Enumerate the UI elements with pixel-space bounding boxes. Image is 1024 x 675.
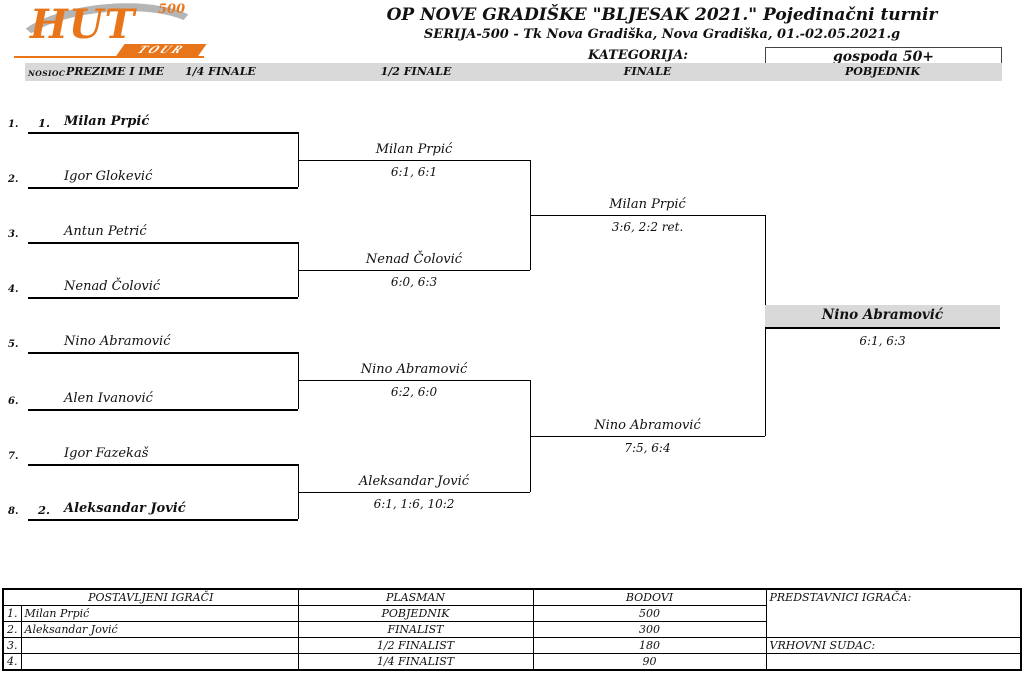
bracket-position-number: 8. bbox=[8, 506, 19, 517]
qf-winner-line bbox=[298, 270, 530, 271]
qf-score: 6:1, 1:6, 10:2 bbox=[373, 497, 455, 511]
player-name: Antun Petrić bbox=[64, 224, 147, 239]
qf-winner-name: Milan Prpić bbox=[375, 142, 453, 157]
row-number: 1. bbox=[2, 605, 22, 622]
sf-score: 3:6, 2:2 ret. bbox=[611, 220, 684, 234]
row-points: 500 bbox=[532, 605, 767, 622]
bracket-position-number: 4. bbox=[8, 284, 19, 295]
bracket-connector bbox=[298, 242, 299, 297]
results-row: 1. Milan Prpić POBJEDNIK 500 bbox=[2, 605, 1022, 638]
row-placement: POBJEDNIK bbox=[297, 605, 534, 622]
results-row: 2. Aleksandar Jović FINALIST 300 bbox=[2, 621, 1021, 638]
sf-score: 7:5, 6:4 bbox=[624, 441, 671, 455]
seed-number: 1. bbox=[38, 116, 51, 130]
bracket-connector bbox=[298, 464, 299, 519]
tournament-winner-name: Nino Abramović bbox=[765, 305, 1000, 329]
logo-tour-banner: TOUR bbox=[115, 44, 207, 57]
row-player: Aleksandar Jović bbox=[20, 621, 299, 638]
col-winner: POBJEDNIK bbox=[844, 65, 921, 78]
col-final: FINALE bbox=[623, 65, 672, 78]
row-points: 180 bbox=[532, 637, 767, 654]
head-referee-area bbox=[765, 653, 1022, 671]
header-representatives: PREDSTAVNICI IGRAČA: bbox=[765, 588, 1022, 606]
qf-winner-name: Aleksandar Jović bbox=[358, 474, 470, 489]
row-player bbox=[20, 637, 299, 654]
qf-winner-name: Nino Abramović bbox=[360, 362, 468, 377]
row-player: Milan Prpić bbox=[20, 605, 299, 622]
player-name: Nino Abramović bbox=[64, 334, 171, 349]
head-referee-label: VRHOVNI SUDAC: bbox=[765, 637, 1022, 654]
results-row: 4. 1/4 FINALIST 90 bbox=[2, 653, 1022, 671]
player-name: Aleksandar Jović bbox=[64, 501, 186, 516]
col-quarterfinal: 1/4 FINALE bbox=[185, 65, 256, 78]
player-slot-line bbox=[28, 187, 298, 189]
row-number: 2. bbox=[2, 621, 22, 638]
bracket-position-number: 2. bbox=[8, 174, 19, 185]
qf-winner-line bbox=[298, 160, 530, 161]
player-slot-line bbox=[28, 242, 298, 244]
page-subtitle: SERIJA-500 - Tk Nova Gradiška, Nova Grad… bbox=[423, 27, 901, 42]
player-name: Nenad Čolović bbox=[64, 279, 161, 294]
qf-score: 6:2, 6:0 bbox=[390, 385, 438, 399]
sf-winner-line bbox=[530, 436, 765, 437]
bracket-position-number: 3. bbox=[8, 229, 19, 240]
bracket-position-number: 6. bbox=[8, 396, 19, 407]
row-number: 4. bbox=[2, 653, 22, 671]
player-name: Igor Fazekaš bbox=[64, 446, 149, 461]
column-header-band: NOSIOC PREZIME I IME 1/4 FINALE 1/2 FINA… bbox=[25, 63, 1002, 81]
player-slot-line bbox=[28, 519, 298, 521]
qf-winner-line bbox=[298, 380, 530, 381]
logo-underline bbox=[14, 56, 204, 58]
qf-score: 6:0, 6:3 bbox=[390, 275, 438, 289]
player-slot-line bbox=[28, 297, 298, 299]
representatives-area bbox=[765, 605, 1022, 638]
logo-brand-text: HUT bbox=[30, 1, 136, 48]
bracket-connector bbox=[298, 132, 299, 187]
row-points: 90 bbox=[532, 653, 767, 671]
player-slot-line bbox=[28, 352, 298, 354]
results-row: 3. 1/2 FINALIST 180 VRHOVNI SUDAC: bbox=[2, 637, 1022, 654]
hut-tour-logo: HUT 500 TOUR bbox=[6, 0, 212, 93]
col-name: PREZIME I IME bbox=[66, 65, 165, 78]
bracket-position-number: 1. bbox=[8, 119, 19, 130]
col-nosioc: NOSIOC bbox=[28, 69, 66, 78]
qf-winner-line bbox=[298, 492, 530, 493]
player-slot-line bbox=[28, 409, 298, 411]
player-slot-line bbox=[28, 132, 298, 134]
row-placement: FINALIST bbox=[297, 621, 534, 638]
header-seeded-players: POSTAVLJENI IGRAČI bbox=[2, 588, 299, 606]
sf-winner-line bbox=[530, 215, 765, 216]
player-name: Igor Glokević bbox=[64, 169, 153, 184]
row-placement: 1/4 FINALIST bbox=[297, 653, 534, 671]
player-name: Milan Prpić bbox=[64, 114, 150, 129]
results-table: POSTAVLJENI IGRAČI PLASMAN BODOVI PREDST… bbox=[2, 588, 1022, 671]
row-player bbox=[20, 653, 299, 671]
final-score: 6:1, 6:3 bbox=[859, 334, 906, 348]
qf-winner-name: Nenad Čolović bbox=[365, 252, 463, 267]
row-number: 3. bbox=[2, 637, 22, 654]
page-title: OP NOVE GRADIŠKE "BLJESAK 2021." Pojedin… bbox=[386, 5, 938, 25]
qf-score: 6:1, 6:1 bbox=[390, 165, 438, 179]
logo-series-500: 500 bbox=[158, 2, 186, 17]
row-points: 300 bbox=[532, 621, 767, 638]
header-placement: PLASMAN bbox=[297, 588, 534, 606]
bracket-position-number: 5. bbox=[8, 339, 19, 350]
header-points: BODOVI bbox=[532, 588, 767, 606]
sf-winner-name: Milan Prpić bbox=[609, 197, 686, 212]
category-label: KATEGORIJA: bbox=[588, 48, 689, 63]
player-slot-line bbox=[28, 464, 298, 466]
sf-winner-name: Nino Abramović bbox=[594, 418, 701, 433]
seed-number: 2. bbox=[38, 503, 51, 517]
row-placement: 1/2 FINALIST bbox=[297, 637, 534, 654]
bracket-position-number: 7. bbox=[8, 451, 19, 462]
player-name: Alen Ivanović bbox=[64, 391, 153, 406]
results-header-row: POSTAVLJENI IGRAČI PLASMAN BODOVI PREDST… bbox=[2, 588, 1022, 606]
col-semifinal: 1/2 FINALE bbox=[380, 65, 452, 78]
